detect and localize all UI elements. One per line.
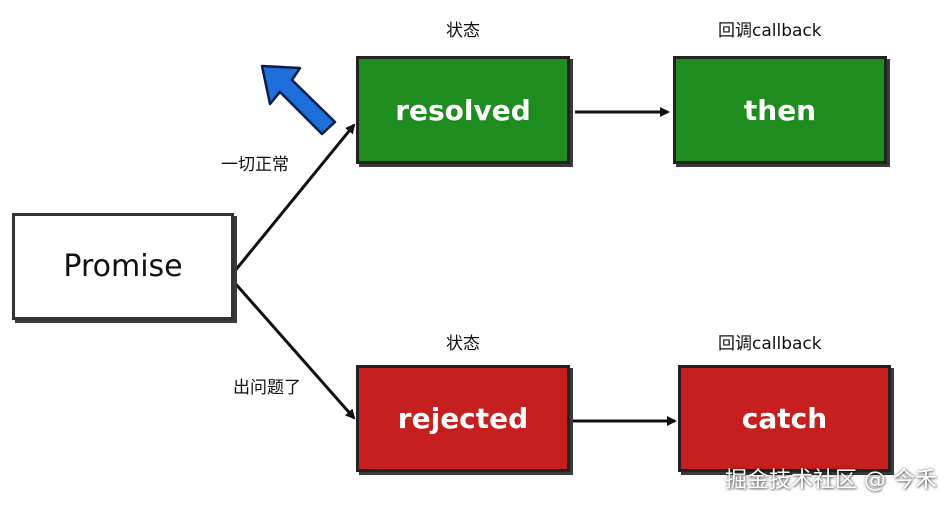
blue-arrow-pointer-icon [260, 64, 337, 136]
resolved-node-label: resolved [395, 93, 531, 127]
edge-label-ok: 一切正常 [221, 155, 289, 175]
promise-node-label: Promise [63, 249, 183, 284]
watermark: 掘金技术社区 @ 今禾 [725, 468, 937, 493]
then-node: then [673, 56, 887, 164]
rejected-node: rejected [356, 365, 570, 472]
callback-label-bottom: 回调callback [718, 334, 822, 354]
callback-label-top: 回调callback [718, 21, 822, 41]
catch-node-label: catch [741, 402, 828, 435]
edge-label-error: 出问题了 [233, 378, 301, 398]
edge-promise-to-resolved [232, 123, 356, 273]
promise-node: Promise [12, 213, 234, 320]
state-label-bottom: 状态 [446, 334, 480, 354]
edge-promise-to-rejected [232, 281, 356, 420]
rejected-node-label: rejected [397, 402, 529, 435]
state-label-top: 状态 [446, 21, 480, 41]
resolved-node: resolved [356, 56, 570, 164]
then-node-label: then [743, 93, 817, 127]
catch-node: catch [678, 365, 891, 472]
